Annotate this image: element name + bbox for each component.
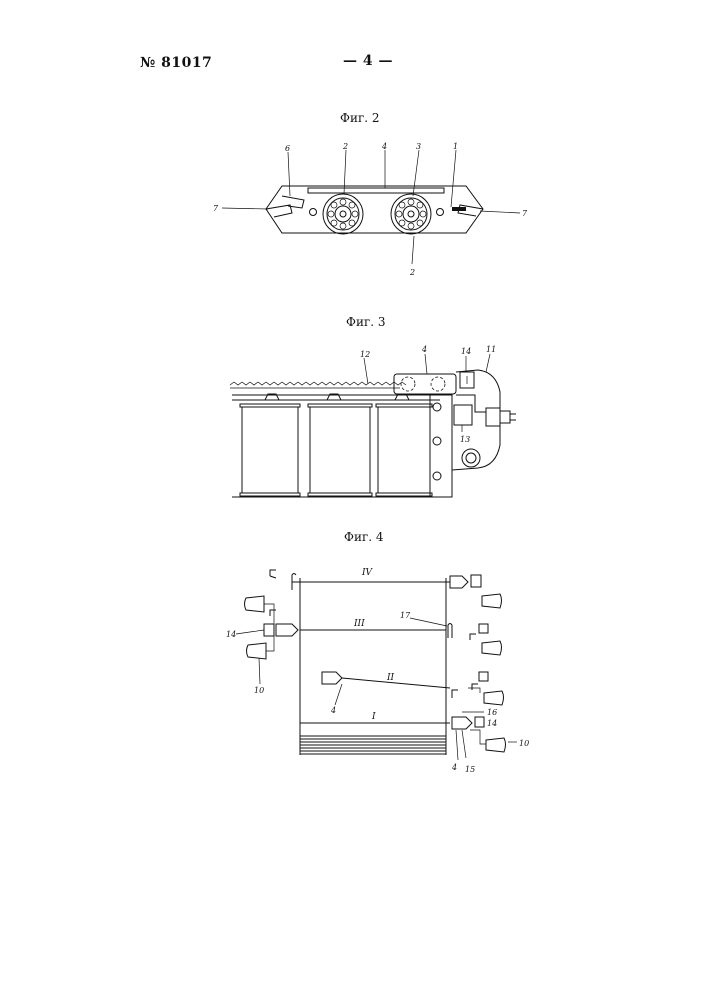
fig4-label-4-right: 4 (451, 763, 457, 772)
level-label-III: III (353, 619, 365, 629)
hook-left-top (270, 570, 276, 578)
fig4-label-15: 15 (465, 765, 475, 774)
fig4-label-14-right: 14 (487, 719, 497, 728)
cone-left-1 (245, 596, 265, 612)
carriage-II (322, 672, 342, 684)
hook-right-low (472, 684, 478, 690)
fig4-label-10-left: 10 (254, 686, 264, 695)
small-block-right-2 (479, 672, 488, 681)
hook-left-mid (270, 610, 276, 616)
block-14-I (475, 717, 484, 727)
fig4-label-17: 17 (400, 611, 411, 620)
level-label-I: I (371, 712, 376, 722)
post-II (452, 690, 458, 698)
hook-right-mid (470, 634, 476, 640)
cone-left-2 (247, 643, 267, 659)
level-label-IV: IV (361, 568, 374, 578)
cone-right-1 (482, 594, 502, 608)
cone-right-2 (482, 641, 502, 655)
fig4-label-4-mid: 4 (330, 706, 336, 715)
small-block-right-1 (479, 624, 488, 633)
stack-base (300, 736, 446, 754)
cone-right-3 (484, 691, 504, 705)
carriage-IV (450, 576, 468, 588)
cone-right-4 (486, 738, 506, 752)
fig4-label-10-right: 10 (519, 739, 529, 748)
carriage-III (276, 624, 298, 636)
block-IV (471, 575, 481, 587)
block-III (264, 624, 274, 636)
level-label-II: II (386, 673, 395, 683)
level-II (342, 678, 450, 688)
fig4-label-14-left: 14 (226, 630, 236, 639)
post-17 (448, 624, 452, 639)
figure-4-drawing: IV III II I 17 14 10 4 16 14 15 4 10 (0, 0, 707, 800)
fig4-label-16: 16 (487, 708, 497, 717)
carriage-I (452, 717, 472, 729)
